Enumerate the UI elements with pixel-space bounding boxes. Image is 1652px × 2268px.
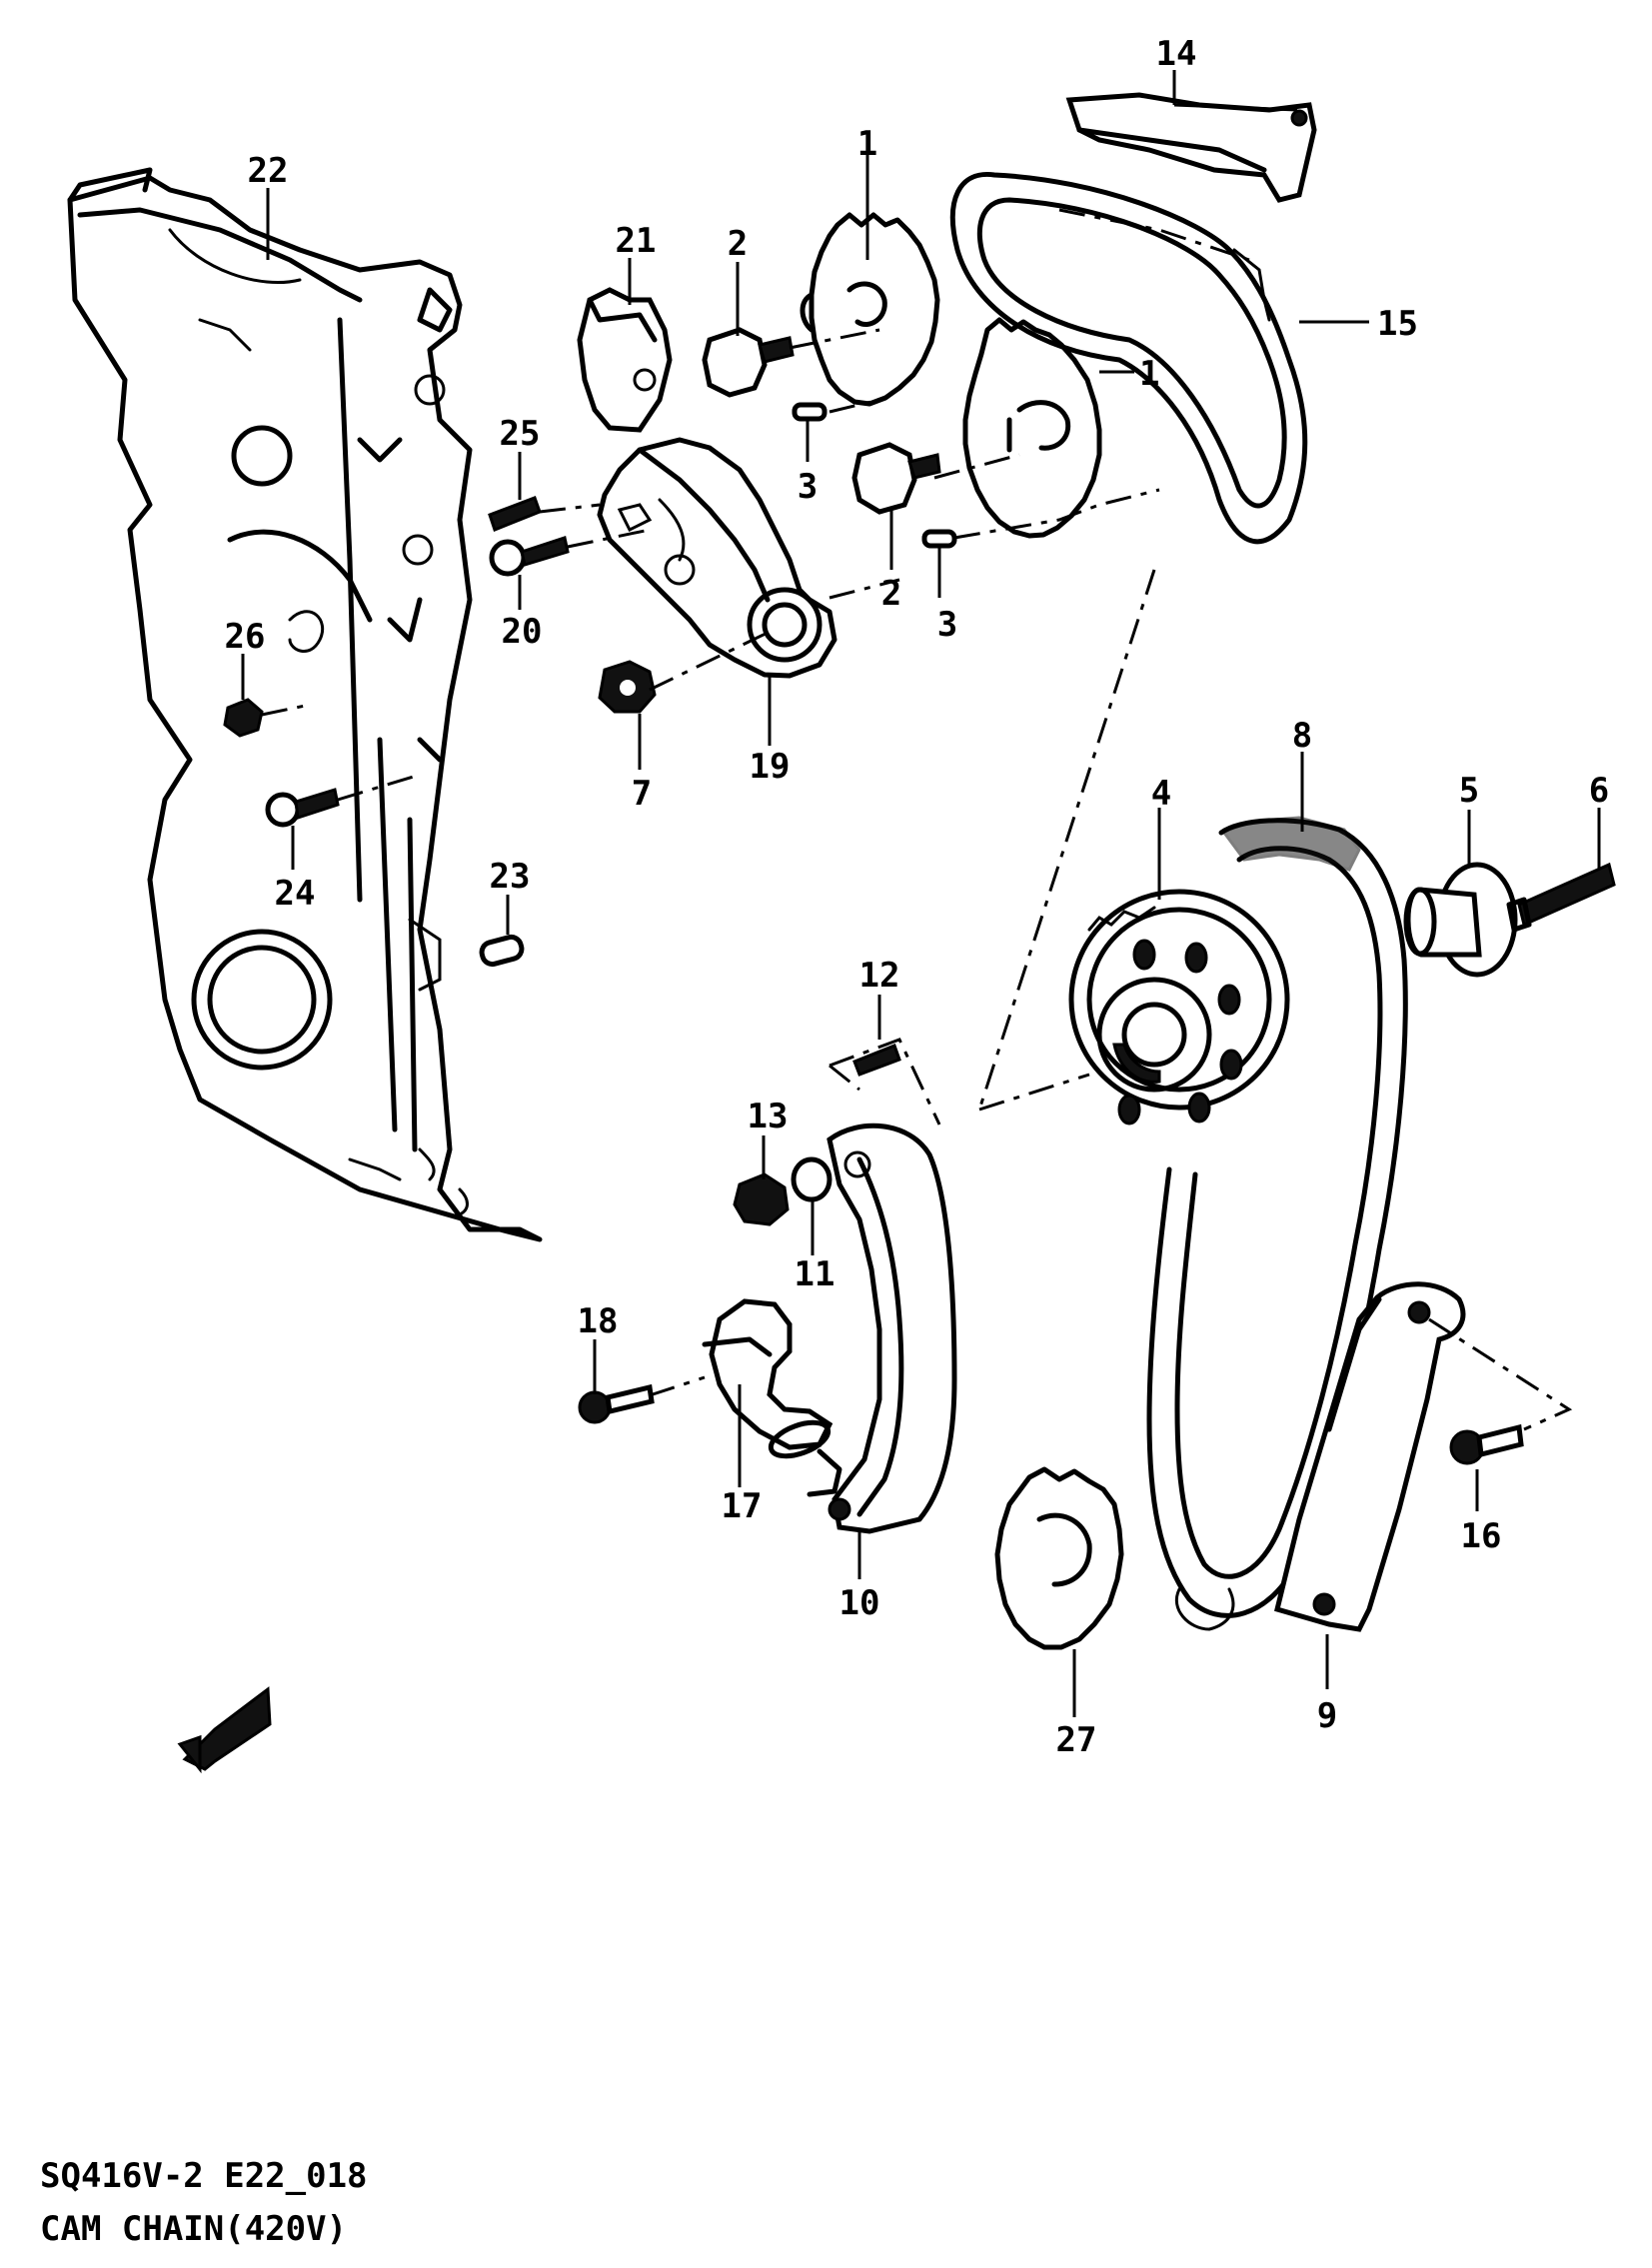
- callout-1-lower: 1: [1139, 354, 1159, 394]
- part-3-pin-upper: [792, 402, 827, 422]
- callout-2-lower: 2: [881, 574, 901, 614]
- part-7-nut: [598, 660, 657, 714]
- part-2-bolt-upper: [702, 327, 795, 398]
- part-20-bolt: [489, 536, 570, 577]
- callout-15: 15: [1377, 304, 1418, 344]
- part-6-crankshaft-bolt: [1506, 862, 1616, 933]
- callout-1-upper: 1: [857, 124, 877, 164]
- part-4-crankshaft-sprocket: [1068, 889, 1290, 1126]
- part-3-pin-lower: [921, 529, 957, 549]
- part-22-timing-chain-cover: [67, 167, 543, 1242]
- part-5-washer: [1403, 862, 1518, 978]
- part-25-bolt: [488, 496, 542, 532]
- part-13-nut: [733, 1172, 790, 1226]
- part-10-tensioner-guide: [826, 1123, 957, 1534]
- callout-3-upper: 3: [798, 467, 818, 507]
- part-11-washer: [791, 1156, 832, 1202]
- callout-14: 14: [1156, 34, 1197, 74]
- callout-12: 12: [859, 956, 900, 996]
- assembly-lines: [261, 208, 1573, 1431]
- callout-labels: 1 1 2 2 3 3 4 5 6 7 8 9 10 11 12 13 14 1…: [225, 34, 1610, 1760]
- callout-13: 13: [748, 1097, 789, 1136]
- callout-25: 25: [500, 414, 541, 454]
- part-23-dowel-pin: [479, 934, 525, 968]
- callout-8: 8: [1292, 716, 1312, 756]
- callout-24: 24: [275, 874, 316, 914]
- front-direction-arrow-icon: [177, 1686, 272, 1774]
- leader-lines: [241, 70, 1601, 1717]
- part-9-chain-guide: [1274, 1281, 1466, 1632]
- callout-10: 10: [839, 1583, 880, 1623]
- callout-3-lower: 3: [937, 605, 957, 645]
- callout-20: 20: [502, 612, 543, 652]
- callout-19: 19: [750, 747, 791, 787]
- part-18-bolt: [578, 1383, 655, 1424]
- callout-4: 4: [1151, 774, 1171, 814]
- callout-9: 9: [1317, 1696, 1337, 1736]
- callout-2-upper: 2: [728, 224, 748, 264]
- callout-27: 27: [1056, 1720, 1097, 1760]
- diagram-code: SQ416V-2 E22_018: [40, 2156, 368, 2196]
- part-19-chain-tensioner: [597, 437, 837, 679]
- diagram-title: CAM CHAIN(420V): [40, 2209, 348, 2249]
- callout-11: 11: [795, 1254, 835, 1294]
- part-12-stud: [852, 1044, 901, 1077]
- callout-23: 23: [490, 857, 531, 897]
- callout-22: 22: [248, 151, 289, 191]
- callout-21: 21: [616, 221, 657, 261]
- callout-26: 26: [225, 617, 266, 657]
- part-26-nut: [223, 698, 264, 738]
- part-15-cam-chain-upper: [949, 171, 1308, 545]
- callout-6: 6: [1589, 771, 1609, 811]
- part-2-bolt-lower: [851, 442, 941, 515]
- callout-5: 5: [1459, 771, 1479, 811]
- part-21-tensioner-cover: [577, 287, 673, 433]
- callout-18: 18: [578, 1301, 619, 1341]
- part-1-camshaft-sprocket-upper: [800, 212, 940, 407]
- part-24-bolt: [265, 788, 340, 828]
- part-16-bolt: [1449, 1423, 1524, 1465]
- callout-7: 7: [632, 774, 652, 814]
- callout-16: 16: [1461, 1516, 1502, 1556]
- part-14-upper-chain-guide: [1065, 92, 1317, 203]
- part-17-chain-tensioner-adjuster: [702, 1298, 842, 1497]
- callout-17: 17: [722, 1486, 763, 1526]
- part-27-oil-pump-sprocket: [994, 1466, 1124, 1650]
